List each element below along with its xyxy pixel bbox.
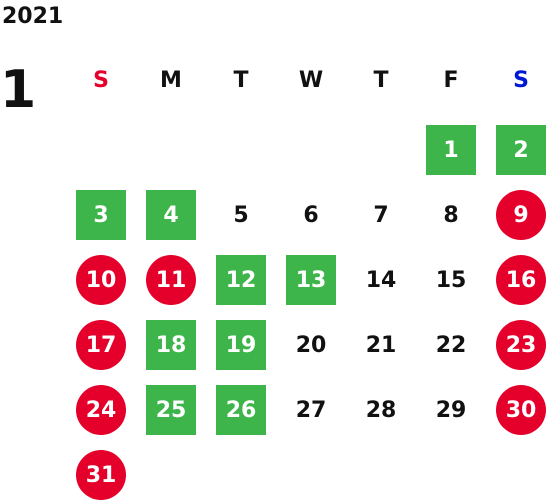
day-cell-sun: 10	[66, 255, 136, 305]
week-row: 17 18 19 20 21 22 23	[66, 320, 546, 370]
day-cell-thu: 28	[346, 385, 416, 435]
day-cell-tue: 19	[206, 320, 276, 370]
day-cell-wed: 6	[276, 190, 346, 240]
calendar-day[interactable]: 12	[216, 255, 266, 305]
day-cell-thu: 14	[346, 255, 416, 305]
calendar-day[interactable]: 14	[365, 267, 397, 293]
calendar-day[interactable]: 6	[303, 202, 319, 228]
calendar-day[interactable]: 20	[295, 332, 327, 358]
day-cell-mon	[136, 450, 206, 500]
day-cell-sun: 31	[66, 450, 136, 500]
calendar-day[interactable]: 23	[496, 320, 546, 370]
day-cell-sun	[66, 125, 136, 175]
day-cell-sat: 16	[486, 255, 548, 305]
day-cell-wed: 27	[276, 385, 346, 435]
day-cell-sun: 17	[66, 320, 136, 370]
day-cell-thu: 7	[346, 190, 416, 240]
weekday-tue: T	[233, 67, 249, 93]
day-cell-tue	[206, 450, 276, 500]
calendar-day[interactable]: 31	[76, 450, 126, 500]
calendar-month: 1	[0, 60, 37, 120]
calendar-day[interactable]: 11	[146, 255, 196, 305]
day-cell-mon: 4	[136, 190, 206, 240]
calendar-day[interactable]: 29	[435, 397, 467, 423]
calendar-day[interactable]: 19	[216, 320, 266, 370]
day-cell-mon: 18	[136, 320, 206, 370]
calendar-day[interactable]: 13	[286, 255, 336, 305]
calendar-day[interactable]: 1	[426, 125, 476, 175]
day-cell-mon: 25	[136, 385, 206, 435]
day-cell-tue: 12	[206, 255, 276, 305]
calendar-day[interactable]: 17	[76, 320, 126, 370]
day-cell-fri: 15	[416, 255, 486, 305]
calendar-day[interactable]: 10	[76, 255, 126, 305]
calendar-year: 2021	[2, 4, 64, 29]
calendar-day[interactable]: 16	[496, 255, 546, 305]
calendar-day[interactable]: 18	[146, 320, 196, 370]
weekday-mon: M	[160, 67, 182, 93]
day-cell-tue	[206, 125, 276, 175]
day-cell-wed	[276, 125, 346, 175]
day-cell-wed: 13	[276, 255, 346, 305]
day-cell-sat	[486, 450, 548, 500]
week-row: 10 11 12 13 14 15 16	[66, 255, 546, 305]
calendar-day[interactable]: 2	[496, 125, 546, 175]
day-cell-fri: 8	[416, 190, 486, 240]
day-cell-thu: 21	[346, 320, 416, 370]
calendar-day[interactable]: 8	[443, 202, 459, 228]
day-cell-sun: 3	[66, 190, 136, 240]
week-row: 24 25 26 27 28 29 30	[66, 385, 546, 435]
day-cell-fri: 22	[416, 320, 486, 370]
weekday-fri: F	[443, 67, 459, 93]
weekday-sun: S	[93, 67, 109, 93]
day-cell-mon	[136, 125, 206, 175]
weekday-header: S M T W T F S	[66, 55, 546, 105]
calendar-day[interactable]: 7	[373, 202, 389, 228]
calendar-day[interactable]: 22	[435, 332, 467, 358]
calendar-day[interactable]: 30	[496, 385, 546, 435]
day-cell-sat: 9	[486, 190, 548, 240]
calendar-day[interactable]: 15	[435, 267, 467, 293]
day-cell-thu	[346, 450, 416, 500]
weekday-wed: W	[298, 67, 324, 93]
week-row: 31	[66, 450, 546, 500]
day-cell-mon: 11	[136, 255, 206, 305]
weekday-thu: T	[373, 67, 389, 93]
day-cell-tue: 26	[206, 385, 276, 435]
day-cell-tue: 5	[206, 190, 276, 240]
day-cell-sun: 24	[66, 385, 136, 435]
day-cell-thu	[346, 125, 416, 175]
day-cell-fri: 29	[416, 385, 486, 435]
day-cell-sat: 2	[486, 125, 548, 175]
day-cell-fri	[416, 450, 486, 500]
calendar-day[interactable]: 5	[233, 202, 249, 228]
weekday-sat: S	[513, 67, 529, 93]
calendar-day[interactable]: 24	[76, 385, 126, 435]
day-cell-wed: 20	[276, 320, 346, 370]
calendar-day[interactable]: 26	[216, 385, 266, 435]
calendar-day[interactable]: 21	[365, 332, 397, 358]
day-cell-sat: 30	[486, 385, 548, 435]
calendar-day[interactable]: 27	[295, 397, 327, 423]
day-cell-fri: 1	[416, 125, 486, 175]
calendar-day[interactable]: 28	[365, 397, 397, 423]
calendar-day[interactable]: 9	[496, 190, 546, 240]
day-cell-sat: 23	[486, 320, 548, 370]
calendar-day[interactable]: 3	[76, 190, 126, 240]
calendar-day[interactable]: 25	[146, 385, 196, 435]
day-cell-wed	[276, 450, 346, 500]
calendar-day[interactable]: 4	[146, 190, 196, 240]
